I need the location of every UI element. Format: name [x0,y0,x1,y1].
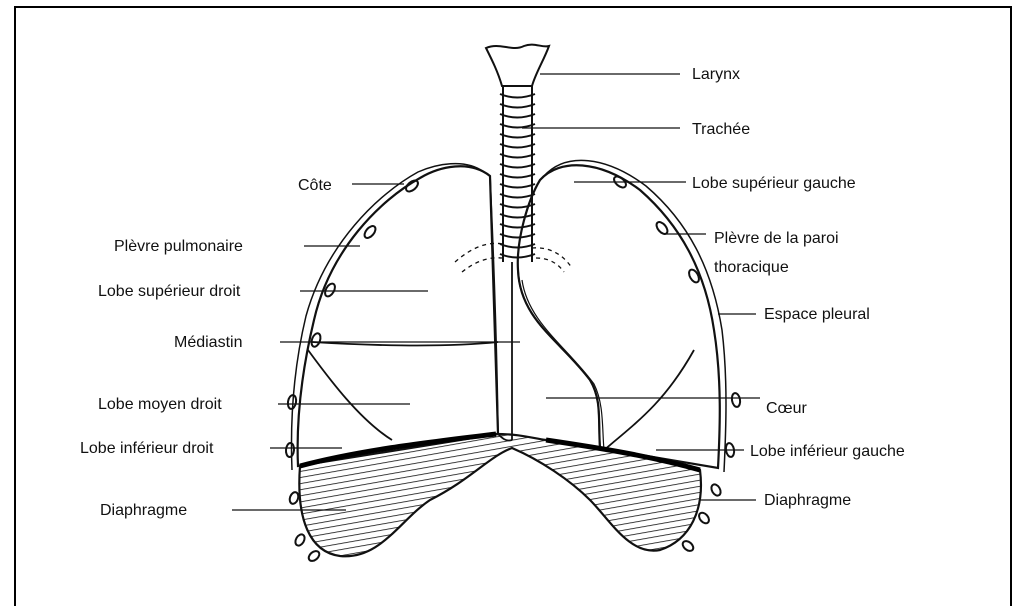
left-lung [518,160,726,472]
label-plevre-pulmonaire: Plèvre pulmonaire [114,238,243,255]
label-larynx: Larynx [692,66,740,83]
label-diaphragme-gauche: Diaphragme [764,492,851,509]
label-cote: Côte [298,177,332,194]
label-lobe-inf-droit: Lobe inférieur droit [80,440,214,457]
trachea-shape [500,86,535,262]
label-trachee: Trachée [692,121,750,138]
mediastinum [498,262,512,441]
label-plevre-paroi-1: Plèvre de la paroi [714,230,839,247]
label-plevre-paroi-2: thoracique [714,259,789,276]
label-lobe-sup-droit: Lobe supérieur droit [98,283,241,300]
lung-diagram: Larynx Trachée Lobe supérieur gauche Plè… [0,0,1024,589]
label-mediastin: Médiastin [174,334,242,351]
right-lung [292,164,498,470]
label-lobe-moyen-droit: Lobe moyen droit [98,396,222,413]
label-lobe-inf-gauche: Lobe inférieur gauche [750,443,905,460]
label-espace-pleural: Espace pleural [764,306,870,323]
diaphragm [299,434,701,556]
larynx-shape [486,45,549,86]
label-coeur: Cœur [766,400,808,417]
label-diaphragme-droit: Diaphragme [100,502,187,519]
label-lobe-sup-gauche: Lobe supérieur gauche [692,175,856,192]
